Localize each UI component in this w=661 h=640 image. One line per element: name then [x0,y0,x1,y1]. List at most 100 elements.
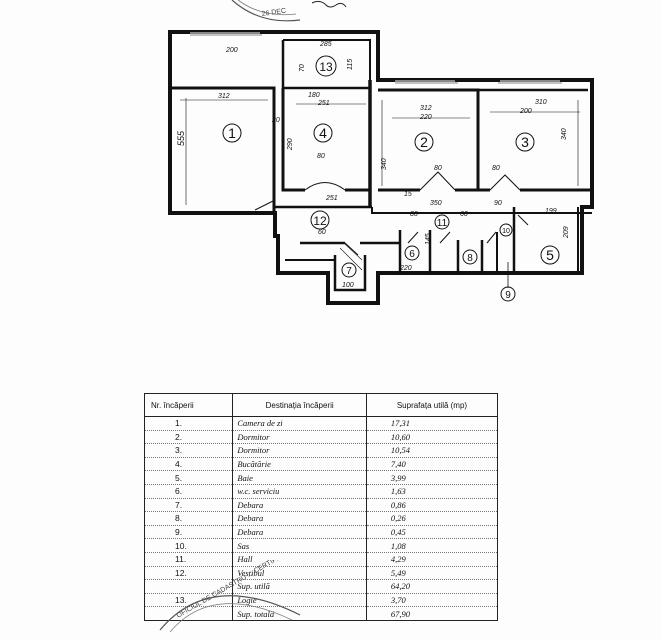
dim-label: 115 [347,59,354,70]
cell-room-number: 9. [143,525,234,539]
room-label-10: 10 [502,228,510,235]
cell-usable-area: 3,70 [365,593,499,607]
cell-usable-area: 1,08 [365,538,499,553]
dim-label: 60 [318,229,326,236]
dim-room3-height: 340 [561,128,568,140]
room-label-2: 2 [420,134,428,150]
dim-label: 145 [425,233,432,245]
room-label-8: 8 [467,253,473,264]
cell-usable-area: 5,49 [365,566,499,580]
header-room-number: Nr. încăperii [143,393,234,417]
room-label-1: 1 [228,125,236,141]
stamp-date-text: 26 DEC [261,8,286,18]
room-label-13: 13 [319,60,333,74]
room-label-9: 9 [505,290,511,301]
cell-usable-area: 1,63 [365,484,499,499]
dim-room4-width: 180 [308,92,320,99]
cell-room-number [143,579,234,594]
cell-room-number [143,606,234,621]
cell-room-purpose: Debara [232,498,367,512]
dim-label: 80 [410,211,418,218]
cell-usable-area: 10,60 [365,430,499,444]
dim-label: 200 [225,47,238,54]
dim-label: 100 [342,282,354,289]
dim-label: 220 [399,265,412,272]
dim-label: 220 [419,114,432,121]
cell-room-number: 4. [143,457,234,471]
dim-room5-height: 209 [563,226,570,239]
cell-room-purpose: Debara [232,525,367,539]
cell-room-number: 12. [143,566,234,580]
header-room-purpose: Destinația încăperii [232,393,367,417]
room-label-11: 11 [437,218,448,229]
room-label-3: 3 [521,134,529,150]
cell-usable-area: 10,54 [365,443,499,458]
cell-room-purpose: Dormitor [232,443,367,458]
dim-label: 60 [460,211,468,218]
room-label-7: 7 [346,266,352,277]
cell-room-purpose: Dormitor [232,430,367,444]
official-stamp-bottom: OFICIUL DE CADASTRU ... CERTIFICAT [159,560,301,633]
cell-usable-area: 17,31 [365,416,499,431]
stamp-bottom-text: OFICIUL DE CADASTRU ... CERTIFICAT [176,560,293,620]
cell-usable-area: 7,40 [365,457,499,471]
room-area-table: Nr. încăperii Destinația încăperii Supra… [143,393,499,621]
cell-room-number: 13. [143,593,234,607]
dim-label: 200 [519,108,532,115]
table-header-row: Nr. încăperii Destinația încăperii Supra… [143,393,499,417]
cell-room-number: 11. [143,552,234,567]
dim-room5-width: 199 [545,208,557,215]
cell-room-number: 8. [143,511,234,526]
room-label-6: 6 [409,249,415,260]
dim-label: 251 [317,100,330,107]
cell-room-number: 3. [143,443,234,458]
dim-room2-height: 340 [381,158,388,170]
dim-label: 350 [430,200,442,207]
room-label-12: 12 [313,214,327,228]
dim-label: 20 [271,117,280,124]
cell-room-number: 7. [143,498,234,512]
dim-label: 80 [317,153,325,160]
cell-room-purpose: w.c. serviciu [232,484,367,499]
dim-label: 90 [494,200,502,207]
cell-room-purpose: Sas [232,538,367,553]
signature-mark [311,0,347,8]
cell-room-number: 6. [143,484,234,499]
dim-room1-width: 312 [218,93,230,100]
cell-usable-area: 0,26 [365,511,499,526]
dim-room2-width: 312 [420,105,432,112]
dim-room3-width: 310 [535,99,547,106]
cell-room-purpose: Bucătărie [232,457,367,471]
dim-room1-height: 555 [176,130,186,146]
cell-room-purpose: Baie [232,470,367,485]
cell-room-number: 1. [143,416,234,431]
dim-label: 15 [404,191,412,198]
cell-usable-area: 4,29 [365,552,499,567]
cell-room-number: 5. [143,470,234,485]
cell-room-number: 2. [143,430,234,444]
dim-label: 70 [299,64,306,72]
cell-usable-area: 67,90 [365,606,499,621]
cell-room-number: 10. [143,538,234,553]
room-label-4: 4 [319,125,327,141]
cell-usable-area: 0,45 [365,525,499,539]
dim-label: 285 [319,41,332,48]
header-usable-area: Suprafața utilă (mp) [365,393,499,417]
official-stamp-top: 26 DEC [231,0,347,22]
